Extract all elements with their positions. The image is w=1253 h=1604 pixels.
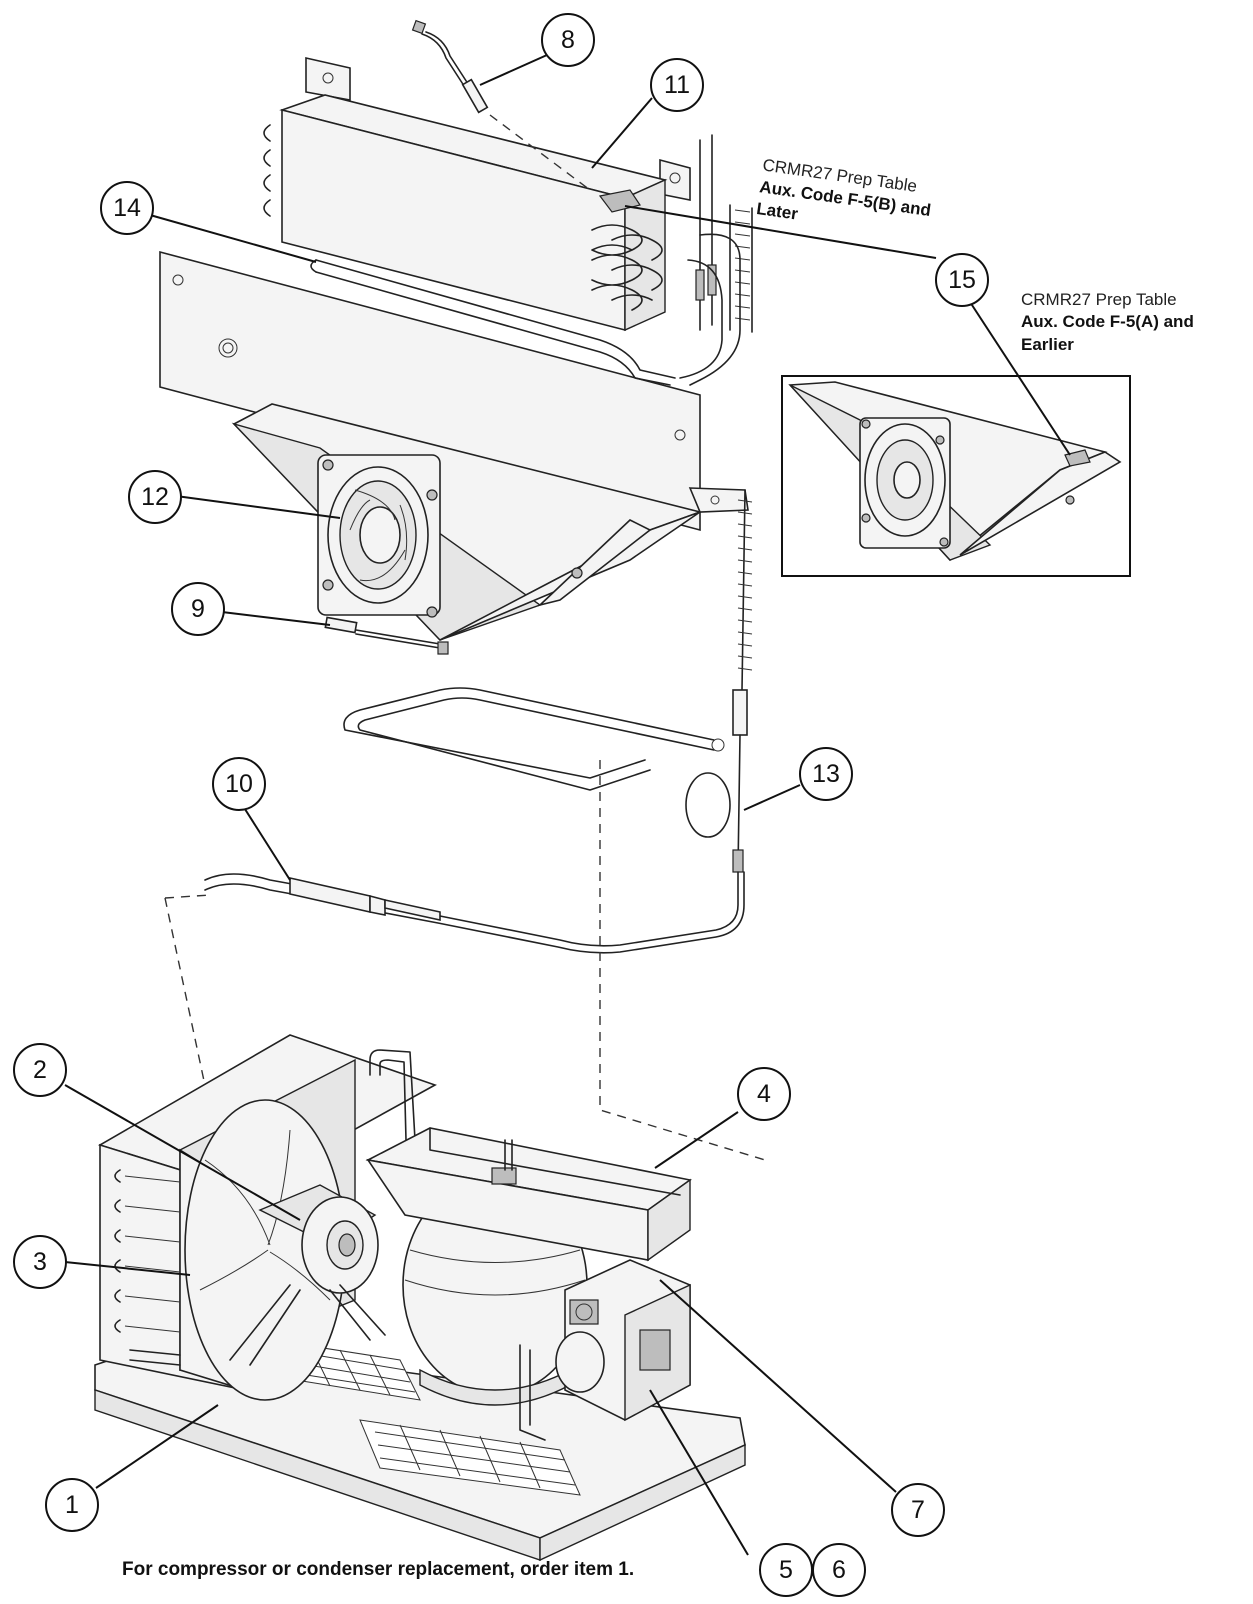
callout-15: 15 (935, 253, 989, 307)
svg-text:9: 9 (191, 595, 205, 623)
svg-text:13: 13 (812, 760, 840, 788)
svg-text:2: 2 (33, 1056, 47, 1084)
svg-text:8: 8 (561, 26, 575, 54)
svg-text:Earlier: Earlier (1021, 335, 1074, 354)
callout-8: 8 (541, 13, 595, 67)
callout-7: 7 (891, 1483, 945, 1537)
svg-text:Aux. Code F-5(A) and: Aux. Code F-5(A) and (1021, 312, 1194, 331)
svg-text:Later: Later (755, 199, 799, 224)
callout-9: 9 (171, 582, 225, 636)
filter-drier (204, 873, 441, 921)
fan-shroud (231, 403, 749, 641)
routing-dashes-top (164, 894, 211, 899)
evaporator-coil (263, 56, 753, 386)
leader-lines (64, 54, 1071, 1556)
callout-3: 3 (13, 1235, 67, 1289)
inset-earlier-version (781, 375, 1131, 577)
note-later-version: CRMR27 Prep Table Aux. Code F-5(B) and L… (755, 155, 932, 224)
svg-text:11: 11 (664, 71, 690, 99)
note-earlier-version: CRMR27 Prep Table Aux. Code F-5(A) and E… (1021, 290, 1194, 354)
callout-10: 10 (212, 757, 266, 811)
svg-text:6: 6 (832, 1556, 846, 1584)
condensing-unit (94, 1034, 746, 1562)
mounting-panel (159, 250, 701, 532)
svg-text:3: 3 (33, 1248, 47, 1276)
svg-text:14: 14 (113, 194, 141, 222)
drain-tube-loop (343, 687, 725, 791)
callout-6: 6 (812, 1543, 866, 1597)
callout-12: 12 (128, 470, 182, 524)
callout-1: 1 (45, 1478, 99, 1532)
callout-11: 11 (650, 58, 704, 112)
svg-text:12: 12 (141, 483, 169, 511)
temperature-probe-9 (324, 616, 449, 655)
callout-4: 4 (737, 1067, 791, 1121)
temperature-probe-8 (411, 19, 591, 191)
capillary-tube (379, 489, 753, 954)
callout-2: 2 (13, 1043, 67, 1097)
svg-text:4: 4 (757, 1080, 771, 1108)
svg-text:1: 1 (65, 1491, 79, 1519)
svg-text:5: 5 (779, 1556, 793, 1584)
svg-text:10: 10 (225, 770, 253, 798)
callout-5: 5 (759, 1543, 813, 1597)
svg-text:15: 15 (948, 266, 976, 294)
replacement-note: For compressor or condenser replacement,… (122, 1559, 634, 1580)
callout-14: 14 (100, 181, 154, 235)
callout-13: 13 (799, 747, 853, 801)
svg-text:CRMR27 Prep Table: CRMR27 Prep Table (1021, 290, 1177, 309)
routing-dashes-center (599, 760, 766, 1161)
svg-text:7: 7 (911, 1496, 925, 1524)
